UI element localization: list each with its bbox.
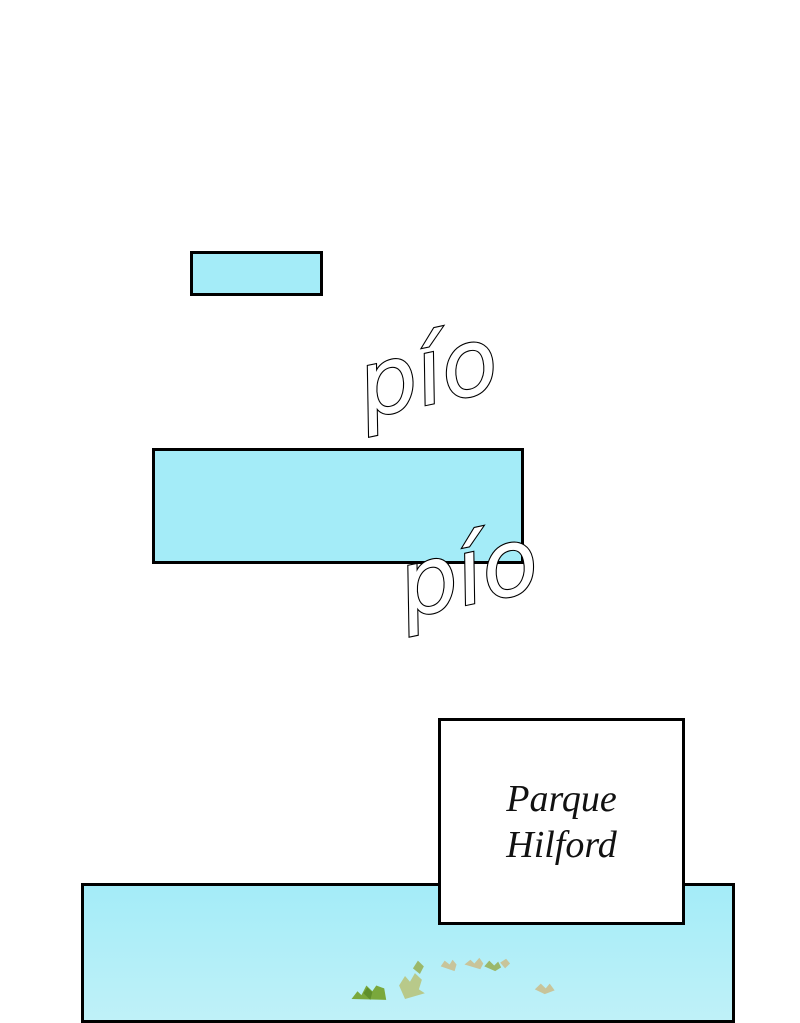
foliage-cluster: [351, 957, 555, 1000]
sound-effect-2-text: pío: [387, 505, 547, 639]
location-caption-box: Parque Hilford: [438, 718, 685, 925]
sky-panel-middle: [152, 448, 524, 564]
sound-effect-2: pío: [386, 504, 549, 640]
caption-line-2: Hilford: [506, 823, 617, 866]
caption-line-1: Parque: [506, 777, 617, 820]
sound-effect-1: pío: [346, 304, 509, 440]
sound-effect-1-text: pío: [347, 306, 507, 440]
sky-panel-small: [190, 251, 323, 296]
